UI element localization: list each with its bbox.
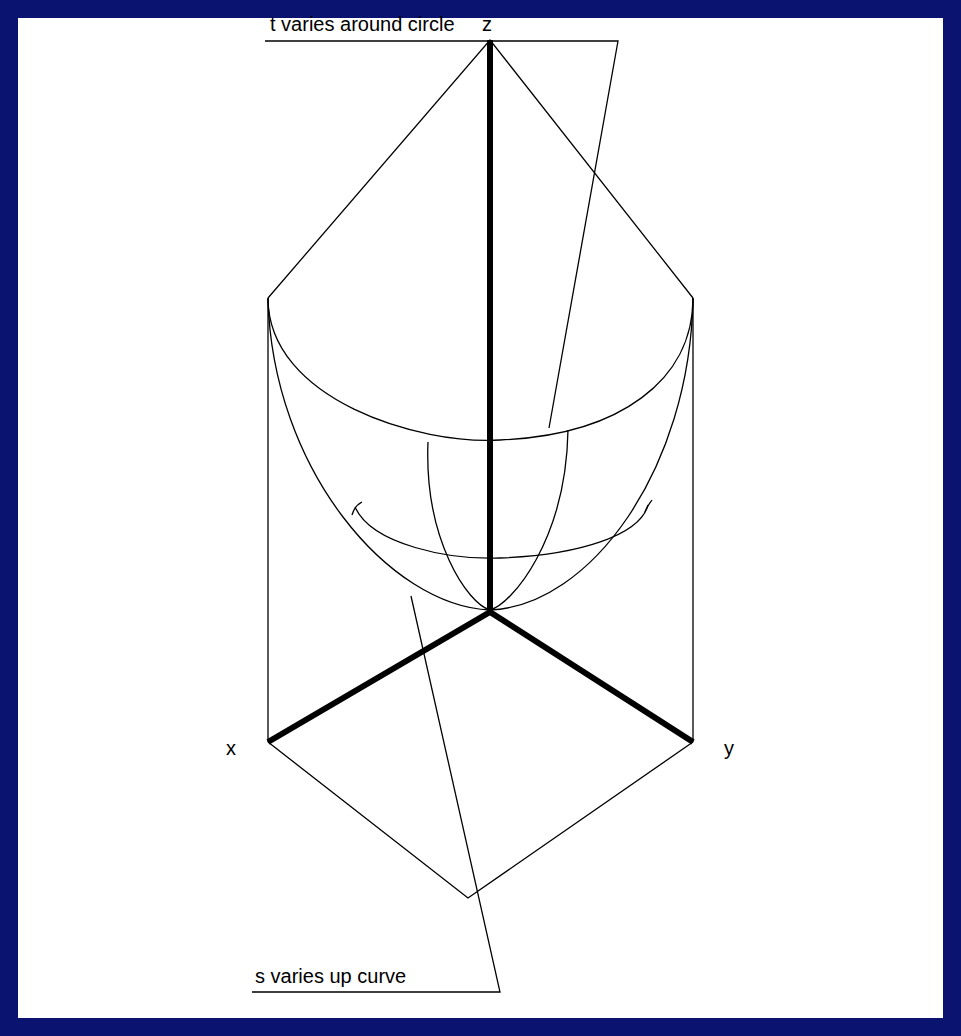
callout-label: s varies up curve [255, 964, 406, 988]
top-edges [268, 40, 693, 298]
meridian-curve [490, 430, 568, 610]
leader-line [265, 41, 618, 428]
callout-label: t varies around circle [270, 12, 455, 36]
bowl-outline [268, 298, 693, 610]
meridian-curve [428, 442, 490, 610]
level-circle [355, 505, 648, 558]
rim-circle [268, 298, 693, 440]
z-axis [487, 40, 493, 612]
leader-line [252, 596, 500, 992]
box-edge [267, 298, 268, 742]
y-axis [490, 612, 693, 742]
axis-label: z [482, 12, 492, 36]
white-panel [18, 18, 943, 1018]
axis-label: x [226, 736, 236, 760]
level-circle-back [645, 500, 652, 512]
base-edges [268, 742, 693, 898]
level-circle-back [352, 502, 362, 515]
x-axis [268, 612, 490, 742]
box-edge [692, 298, 693, 742]
axis-label: y [724, 736, 734, 760]
